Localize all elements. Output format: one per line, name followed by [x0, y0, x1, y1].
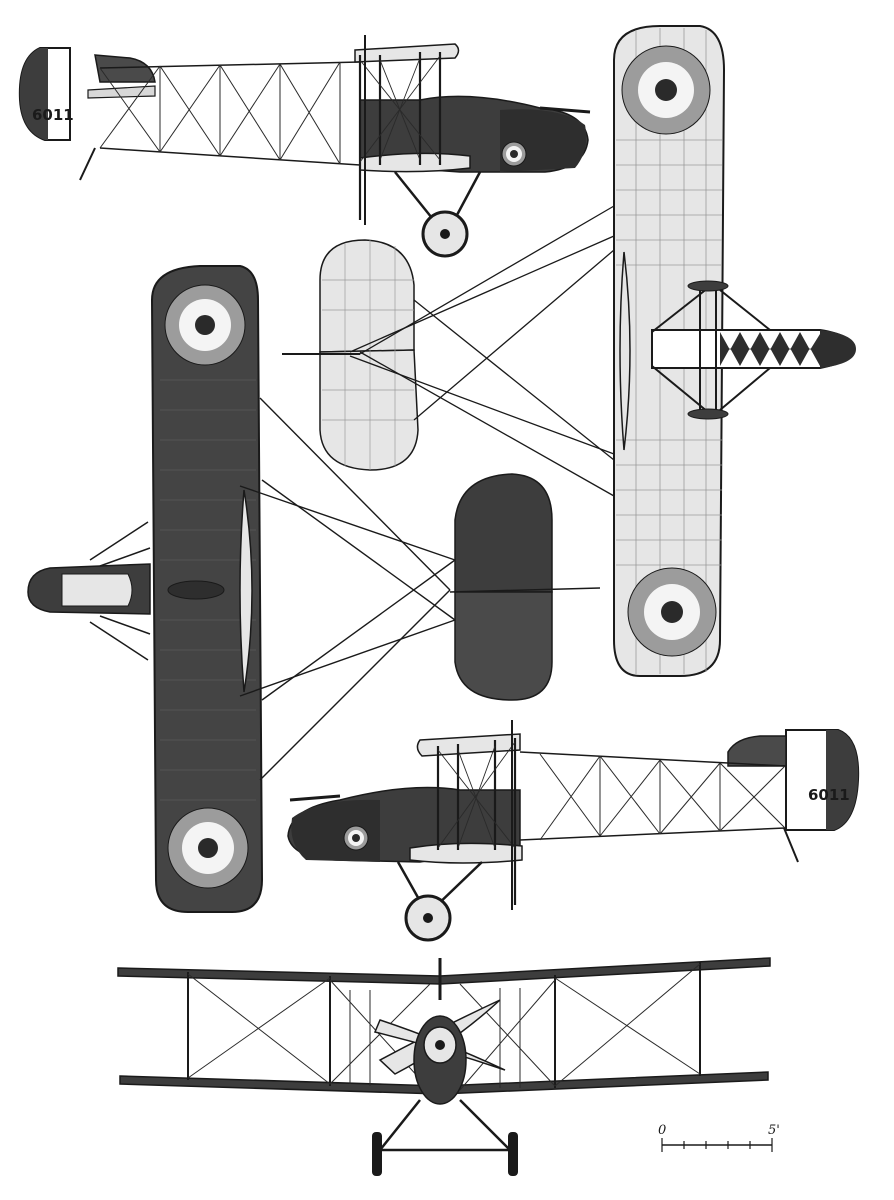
side-view-top: 6011: [18, 35, 591, 258]
tailplane-plan: [454, 473, 553, 593]
lower-wing-section-bottom: [409, 842, 523, 864]
scale-bar-ticks: [661, 1138, 773, 1152]
cowling-bottom: [291, 799, 380, 862]
interplane-struts-front: [187, 962, 701, 1088]
elevator-underside: [319, 349, 419, 471]
wheel-front-left: [372, 1132, 382, 1176]
front-view: [117, 957, 771, 1176]
serial-number-top: 6011: [32, 106, 74, 124]
wheel-front-right: [508, 1132, 518, 1176]
wheel-underside-1: [687, 280, 729, 292]
fuselage-roundel-bottom-center: [352, 834, 360, 842]
lower-wing-section-top: [359, 152, 471, 173]
fuselage-bottom-longeron-bottom: [519, 827, 786, 841]
upper-wing-roundel-1-center: [195, 315, 215, 335]
tailplane-underside: [319, 239, 415, 353]
spinner-front: [435, 1040, 445, 1050]
elevator-plan: [454, 591, 553, 701]
underside-view: [282, 25, 856, 677]
scale-bar: 0 5': [658, 1123, 780, 1152]
scale-bar-start-label: 0: [658, 1123, 666, 1138]
upper-wing-front: [117, 957, 771, 985]
upper-wing-section-bottom: [416, 733, 521, 757]
side-view-bottom: 6011: [287, 720, 860, 942]
tail-bracing-wires-plan: [239, 397, 456, 781]
center-section-fairing-plan: [167, 580, 225, 600]
propeller-underside: [619, 251, 631, 451]
undercarriage-underside: [651, 287, 771, 413]
lower-wing-struts-plan: [89, 521, 151, 661]
fuselage-top-longeron-bottom: [519, 751, 786, 767]
interplane-struts-bottom: [436, 738, 517, 905]
rigging-wires-bottom: [437, 741, 516, 849]
interplane-struts-top: [358, 52, 442, 220]
upper-wing-roundel-2-center: [198, 838, 218, 858]
tail-rudder-dark-bottom: [826, 730, 859, 830]
upper-wing-section-top: [354, 43, 460, 63]
fuselage-bays: [99, 61, 341, 165]
tail-rudder-dark: [19, 48, 48, 140]
machine-gun-top: [539, 106, 591, 114]
shark-teeth-marking: [720, 332, 820, 366]
lower-wing-roundel-1-center: [655, 79, 677, 101]
scale-bar-end-label: 5': [768, 1123, 780, 1138]
bracing-wires-front: [187, 963, 701, 1091]
tail-skid-top: [79, 147, 96, 181]
tail-skid-bottom: [783, 827, 799, 863]
plan-view: [27, 265, 601, 913]
tailplane-grid-underside: [322, 240, 414, 470]
tailplane-side: [87, 85, 156, 99]
fuselage-roundel-top-center: [510, 150, 518, 158]
tail-centerline-plan: [449, 587, 601, 593]
propeller-plan: [239, 489, 253, 693]
undercarriage-front: [379, 1099, 511, 1152]
tail-bracing-wires-underside: [349, 205, 615, 497]
nose-underside: [820, 330, 856, 368]
fuselage-bottom-longeron: [99, 147, 361, 166]
cockpit-plan: [61, 573, 133, 607]
wheel-hub-top: [440, 229, 450, 239]
fuselage-top-longeron: [99, 61, 361, 69]
rigging-wires-top: [359, 55, 441, 163]
wheel-underside-2: [687, 408, 729, 420]
machine-gun-bottom: [289, 794, 341, 802]
serial-number-bottom: 6011: [808, 786, 850, 804]
tail-fin-dark-bottom: [727, 735, 787, 767]
lower-wing-roundel-2-center: [661, 601, 683, 623]
fuselage-bays-bottom: [539, 753, 786, 841]
wheel-hub-bottom: [423, 913, 433, 923]
